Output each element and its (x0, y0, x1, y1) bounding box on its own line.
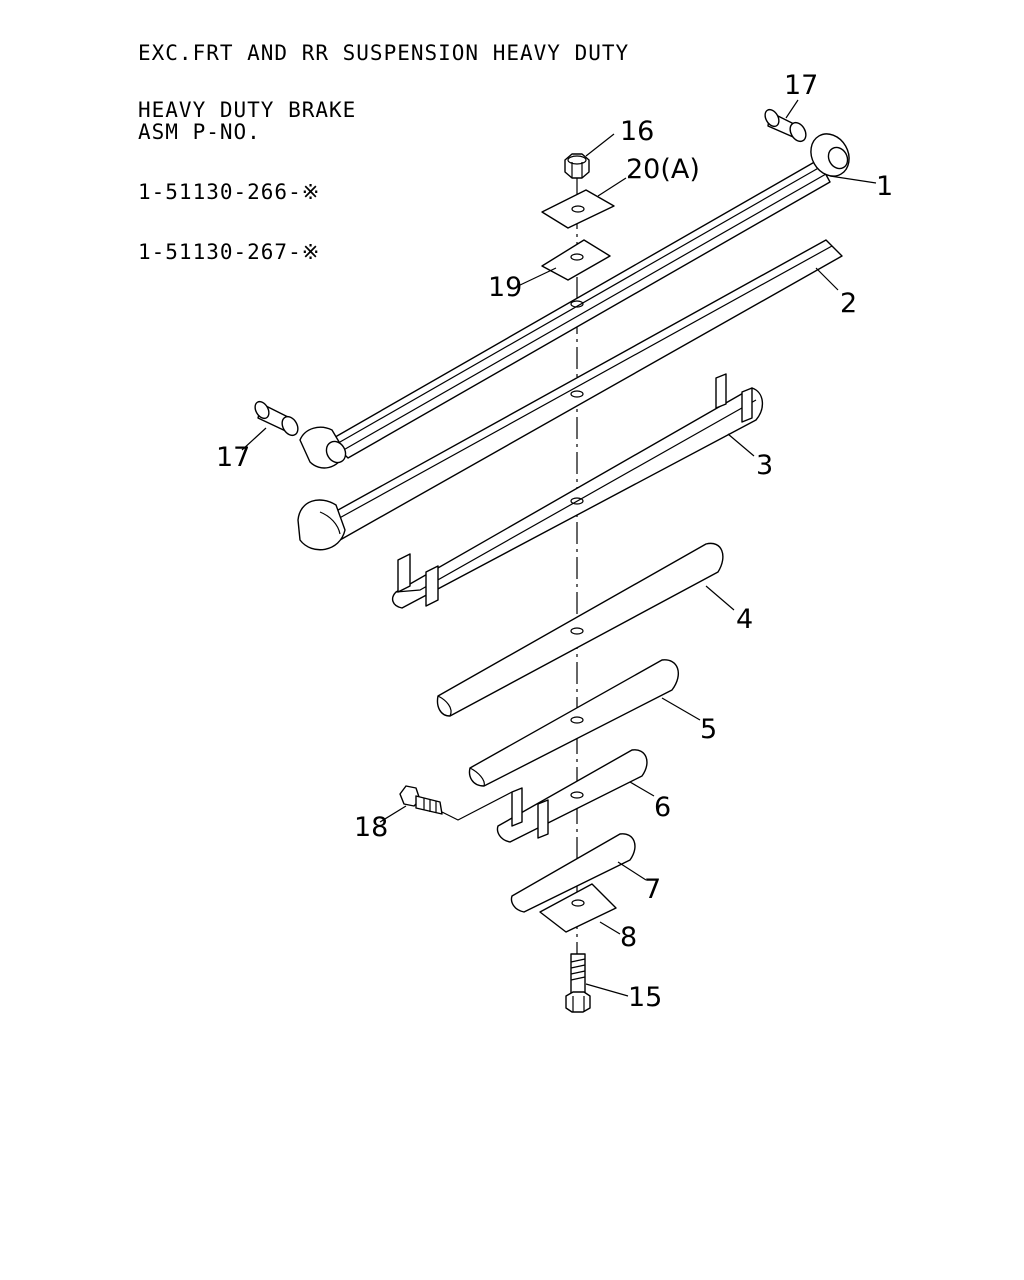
part-2-second-leaf (297, 239, 843, 551)
part-20-washer-plate (541, 189, 615, 229)
callout-3: 3 (756, 450, 773, 481)
part-18-clip-bolt (399, 785, 513, 821)
part-19-plate (541, 239, 611, 281)
callout-labels: 1 2 3 4 5 6 7 8 15 16 20(A) 19 17 17 18 (216, 70, 893, 1013)
callout-17-top: 17 (784, 70, 818, 101)
callout-8: 8 (620, 922, 637, 953)
assembly-label: ASM P-NO. (138, 120, 261, 144)
callout-2: 2 (840, 288, 857, 319)
callout-17-left: 17 (216, 442, 250, 473)
assembly-part-number-1: 1-51130-266-※ (138, 180, 321, 204)
part-17-bushing-top (764, 108, 807, 143)
part-16-nut (564, 153, 590, 179)
part-15-center-bolt (565, 953, 591, 1013)
callout-15: 15 (628, 982, 662, 1013)
callout-5: 5 (700, 714, 717, 745)
diagram-header: EXC.FRT AND RR SUSPENSION HEAVY DUTY HEA… (138, 6, 629, 139)
part-8-plate (539, 883, 617, 933)
part-5-leaf (468, 659, 680, 787)
header-line-1: EXC.FRT AND RR SUSPENSION HEAVY DUTY (138, 41, 630, 65)
part-6-short-leaf-with-clips (496, 749, 648, 843)
part-7-short-leaf (510, 833, 636, 913)
callout-16: 16 (620, 116, 654, 147)
callout-18: 18 (354, 812, 388, 843)
callout-4: 4 (736, 604, 753, 635)
part-4-leaf (436, 542, 724, 717)
callout-19: 19 (488, 272, 522, 303)
header-line-2: HEAVY DUTY BRAKE (138, 98, 357, 122)
callout-20: 20(A) (626, 154, 700, 185)
assembly-part-number-2: 1-51130-267-※ (138, 240, 321, 264)
part-1-main-leaf (299, 133, 850, 469)
callout-7: 7 (644, 874, 661, 905)
part-17-bushing-left (254, 400, 299, 437)
part-3-channel-leaf (391, 373, 763, 609)
callout-6: 6 (654, 792, 671, 823)
callout-1: 1 (876, 171, 893, 202)
assembly-part-numbers: ASM P-NO. 1-51130-266-※ 1-51130-267-※ (138, 82, 320, 282)
callout-leaders (241, 99, 877, 997)
